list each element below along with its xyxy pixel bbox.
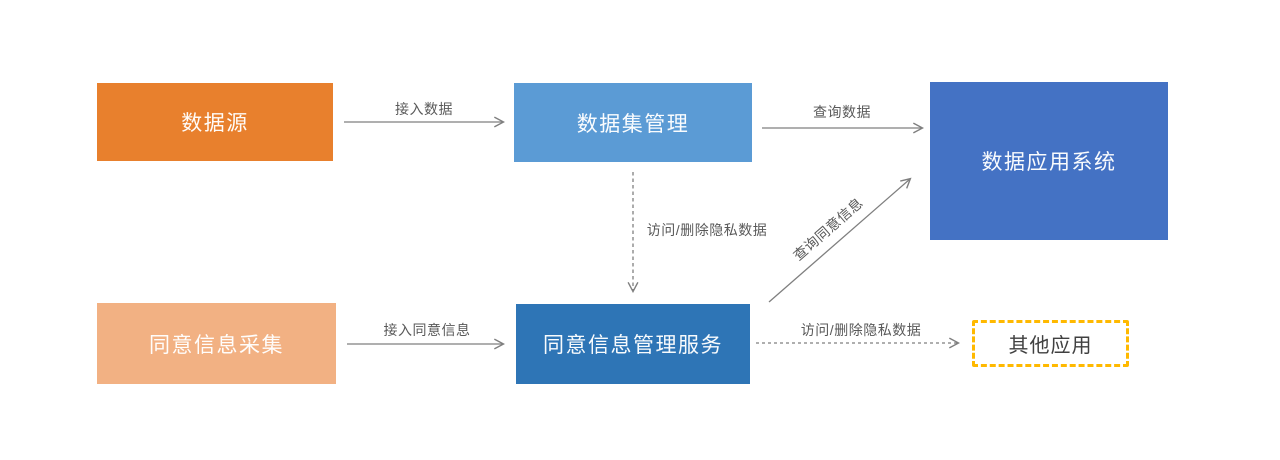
node-consent-info-collection: 同意信息采集 — [97, 303, 336, 384]
node-other-applications: 其他应用 — [972, 320, 1129, 367]
node-consent-info-collection-label: 同意信息采集 — [149, 333, 284, 357]
edge-query-consent-line — [768, 177, 912, 303]
edge-label-ingest-consent: 接入同意信息 — [383, 322, 471, 338]
node-data-application-system-label: 数据应用系统 — [981, 151, 1117, 174]
node-consent-info-management-service: 同意信息管理服务 — [516, 304, 750, 384]
node-data-source-label: 数据源 — [181, 112, 249, 135]
node-data-source: 数据源 — [97, 83, 333, 161]
node-consent-info-management-service-label: 同意信息管理服务 — [543, 334, 723, 357]
node-other-applications-label: 其他应用 — [1008, 335, 1093, 357]
edge-label-query-data: 查询数据 — [813, 104, 871, 120]
edge-label-access-delete-private-right: 访问/删除隐私数据 — [800, 322, 922, 338]
node-dataset-management-label: 数据集管理 — [576, 112, 690, 136]
node-dataset-management: 数据集管理 — [514, 83, 752, 162]
edge-label-ingest-data: 接入数据 — [395, 101, 453, 117]
node-data-application-system: 数据应用系统 — [930, 82, 1168, 240]
edge-label-access-delete-private-down: 访问/删除隐私数据 — [646, 222, 768, 238]
